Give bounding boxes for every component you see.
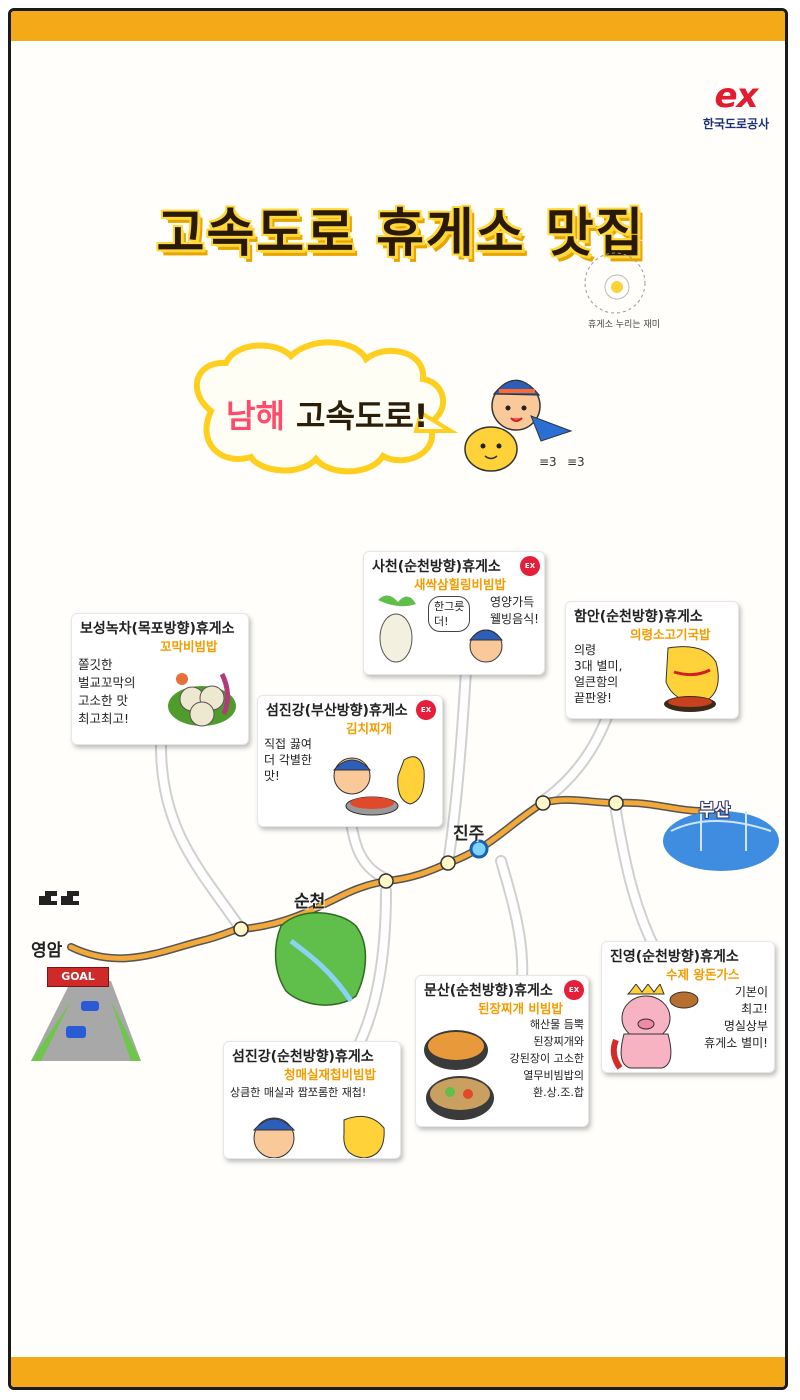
card-subtitle: 청매실재첩비빔밥 xyxy=(284,1067,377,1082)
start-road xyxy=(31,981,141,1061)
place-yeongam: 영암 xyxy=(31,941,63,961)
card-subtitle: 의령소고기국밥 xyxy=(630,627,711,642)
card-subtitle: 꼬막비빔밥 xyxy=(160,639,218,654)
card-subtitle: 된장찌개 비빔밥 xyxy=(478,1001,563,1016)
card-title: 보성녹차(목포방향)휴게소 xyxy=(80,621,235,637)
pig-king-mascot-icon xyxy=(610,984,699,1070)
stop-dot xyxy=(440,855,456,871)
race-car-icon xyxy=(81,1001,99,1011)
suncheon-wetland xyxy=(274,912,367,1006)
brand-logo: ex 한국도로공사 xyxy=(691,79,781,132)
card-description: 의령 3대 별미, 얼큰함의 끝판왕! xyxy=(574,643,623,705)
bridge-icon xyxy=(670,811,772,851)
place-jinju: 진주 xyxy=(453,824,485,844)
jinju-marker xyxy=(469,839,489,859)
doenjang-bibimbap-icon xyxy=(424,1030,494,1120)
stop-dot xyxy=(535,795,551,811)
stop-dot xyxy=(608,795,624,811)
speech-cloud xyxy=(193,339,447,475)
certified-badge-icon: EX xyxy=(520,556,540,576)
svg-text:≡3: ≡3 xyxy=(567,455,585,469)
finish-flags-icon xyxy=(39,891,79,905)
restarea-card-haman[interactable]: 함안(순천방향)휴게소 의령소고기국밥 의령 3대 별미, 얼큰함의 끝판왕! xyxy=(565,601,739,719)
card-description: 영양가득 웰빙음식! xyxy=(490,595,539,626)
kimchi-stew-mascots-icon xyxy=(332,756,425,816)
mascot-pair-icon: ≡3 ≡3 xyxy=(464,379,585,472)
certified-badge-icon: EX xyxy=(564,980,584,1000)
egg-stamp-icon xyxy=(584,252,646,314)
restarea-card-jinyeong[interactable]: 진영(순천방향)휴게소 수제 왕돈가스 기본이 최고! 명실상부 휴게소 별미! xyxy=(601,941,775,1073)
card-description: 쫄깃한 벌교꼬막의 고소한 맛 최고최고! xyxy=(78,657,136,726)
ex-logo-mark: ex xyxy=(714,76,759,116)
logo-text: 한국도로공사 xyxy=(702,117,770,131)
card-subtitle: 김치찌개 xyxy=(346,721,393,736)
stamp-caption: 휴게소 누리는 재미 xyxy=(588,320,660,330)
card-subtitle: 수제 왕돈가스 xyxy=(666,967,740,982)
page-title: 고속도로 휴게소 맛집 xyxy=(156,204,646,264)
bottom-band xyxy=(11,1357,785,1387)
beef-soup-mascot-icon xyxy=(664,646,719,712)
card-description: 기본이 최고! 명실상부 휴게소 별미! xyxy=(704,985,768,1050)
poster-frame: ex 한국도로공사 고속도로 휴게소 맛집 휴게소 누리는 재미 ≡3 ≡3 xyxy=(8,8,788,1390)
highway-name-accent: 남해 xyxy=(226,397,285,435)
restarea-card-munsan[interactable]: 문산(순천방향)휴게소 EX 된장찌개 비빔밥 해산물 듬뿍 된장찌개와 강된장… xyxy=(415,975,589,1127)
goal-sign: GOAL xyxy=(47,967,109,987)
stop-dot xyxy=(378,873,394,889)
highway-name: 남해 고속도로! xyxy=(226,391,428,437)
speech-cloud-tail xyxy=(413,409,459,433)
route-map: ≡3 ≡3 xyxy=(31,339,779,1061)
plum-clam-mascots-icon xyxy=(252,1115,385,1158)
place-suncheon: 순천 xyxy=(294,892,326,912)
card-title: 문산(순천방향)휴게소 xyxy=(424,983,553,999)
card-title: 섬진강(부산방향)휴게소 xyxy=(266,703,408,719)
restarea-card-sacheon[interactable]: 사천(순천방향)휴게소 EX 새싹삼힐링비빔밥 영양가득 웰빙음식! 한그릇 더… xyxy=(363,551,545,675)
place-busan: 부산 xyxy=(699,801,731,821)
card-title: 사천(순천방향)휴게소 xyxy=(372,559,501,575)
top-band xyxy=(11,11,785,41)
cockle-bibimbap-icon xyxy=(168,672,236,727)
restarea-card-boseong[interactable]: 보성녹차(목포방향)휴게소 꼬막비빔밥 쫄깃한 벌교꼬막의 고소한 맛 최고최고… xyxy=(71,613,249,745)
card-subtitle: 새싹삼힐링비빔밥 xyxy=(414,577,507,592)
card-description: 직접 끓여 더 각별한 맛! xyxy=(264,737,312,783)
card-title: 진영(순천방향)휴게소 xyxy=(610,949,739,965)
stop-dot xyxy=(233,921,249,937)
sprout-mascots-icon xyxy=(378,595,504,663)
restarea-card-seomjingang-suncheon[interactable]: 섬진강(순천방향)휴게소 청매실재첩비빔밥 상큼한 매실과 짭쪼롬한 재첩! xyxy=(223,1041,401,1159)
card-title: 함안(순천방향)휴게소 xyxy=(574,609,703,625)
svg-text:≡3: ≡3 xyxy=(539,455,557,469)
restarea-card-seomjingang-busan[interactable]: 섬진강(부산방향)휴게소 EX 김치찌개 직접 끓여 더 각별한 맛! xyxy=(257,695,443,827)
highway-name-rest: 고속도로! xyxy=(284,397,429,435)
card-description: 해산물 듬뿍 된장찌개와 강된장이 고소한 열무비빔밥의 환.상.조.합 xyxy=(509,1018,584,1099)
card-title: 섬진강(순천방향)휴게소 xyxy=(232,1049,374,1065)
speech-bubble: 한그릇 더! xyxy=(428,596,471,632)
card-description: 상큼한 매실과 짭쪼롬한 재첩! xyxy=(230,1086,367,1099)
certified-badge-icon: EX xyxy=(416,700,436,720)
